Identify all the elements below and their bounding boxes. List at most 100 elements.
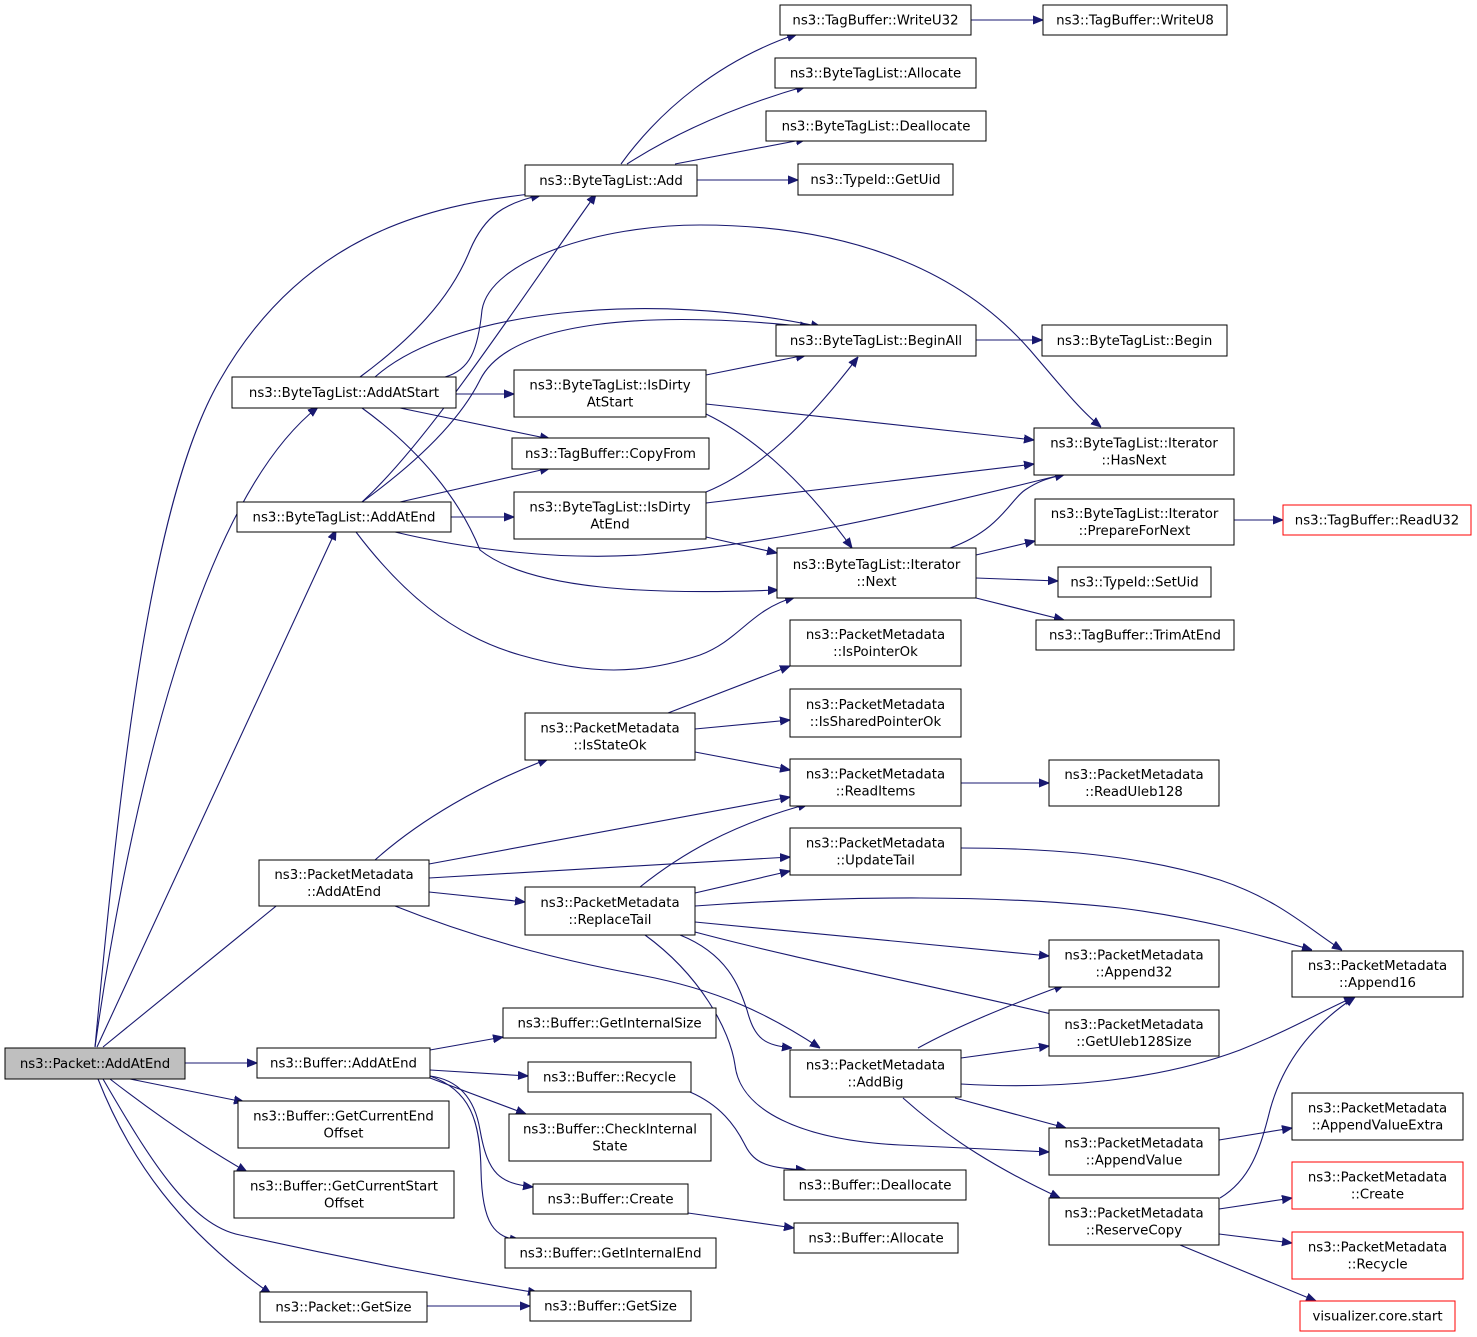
node-viz-start[interactable]: visualizer.core.start <box>1299 1300 1456 1332</box>
node-buf-addatend[interactable]: ns3::Buffer::AddAtEnd <box>256 1047 431 1079</box>
node-buf-allocate[interactable]: ns3::Buffer::Allocate <box>793 1222 959 1254</box>
node-label: ns3::Buffer::Deallocate <box>799 1179 952 1194</box>
node-label: ::Append32 <box>1096 966 1173 981</box>
edge-reservecopy-recycle <box>1218 1233 1292 1243</box>
node-label: ns3::Buffer::AddAtEnd <box>270 1057 417 1072</box>
node-root[interactable]: ns3::Packet::AddAtEnd <box>4 1047 186 1080</box>
node-pm-getuleb128size[interactable]: ns3::PacketMetadata::GetUleb128Size <box>1048 1009 1220 1057</box>
node-typeid-getuid[interactable]: ns3::TypeId::GetUid <box>797 163 954 196</box>
node-label: ns3::TypeId::GetUid <box>810 173 940 188</box>
node-box <box>1048 1197 1220 1246</box>
node-label: ns3::ByteTagList::IsDirty <box>529 501 690 516</box>
edge-isdirtyatstart-beginall <box>705 355 806 376</box>
node-box <box>774 57 977 89</box>
node-tb-trimatend[interactable]: ns3::TagBuffer::TrimAtEnd <box>1035 619 1235 651</box>
node-bt-add[interactable]: ns3::ByteTagList::Add <box>524 164 698 197</box>
edge-root-buf-getcurrentendoffset <box>129 1078 244 1102</box>
node-pm-appendvalueextra[interactable]: ns3::PacketMetadata::AppendValueExtra <box>1291 1092 1464 1141</box>
node-packet-getsize[interactable]: ns3::Packet::GetSize <box>259 1291 428 1323</box>
node-label: ::Append16 <box>1339 976 1416 991</box>
node-bt-beginall[interactable]: ns3::ByteTagList::BeginAll <box>775 324 977 357</box>
node-buf-deallocate[interactable]: ns3::Buffer::Deallocate <box>783 1169 967 1201</box>
node-pm-addatend[interactable]: ns3::PacketMetadata::AddAtEnd <box>258 859 430 907</box>
edge-buf-addatend-recycle <box>429 1069 528 1076</box>
node-label: ns3::ByteTagList::BeginAll <box>790 334 962 349</box>
edge-root-bt-addatstart <box>94 407 318 1048</box>
node-pm-readuleb128[interactable]: ns3::PacketMetadata::ReadUleb128 <box>1048 759 1220 807</box>
node-label: ::HasNext <box>1101 454 1166 469</box>
edge-reservecopy-append16 <box>1219 997 1355 1199</box>
edge-buf-addatend-getinternalsize <box>429 1037 503 1051</box>
edge-it-next-hasnext <box>949 474 1065 549</box>
edge-isstateok-issharedpointerok <box>694 720 790 730</box>
node-bt-begin[interactable]: ns3::ByteTagList::Begin <box>1041 324 1228 357</box>
node-label: ns3::Buffer::CheckInternal <box>523 1123 697 1138</box>
node-label: ::AddBig <box>848 1076 904 1091</box>
node-buf-recycle[interactable]: ns3::Buffer::Recycle <box>527 1061 692 1093</box>
node-label: ::ReadItems <box>836 785 916 800</box>
node-box <box>793 1222 959 1254</box>
node-box <box>1034 498 1235 546</box>
node-label: ns3::PacketMetadata <box>540 722 679 737</box>
node-pm-readitems[interactable]: ns3::PacketMetadata::ReadItems <box>789 758 962 807</box>
node-it-preparefornext[interactable]: ns3::ByteTagList::Iterator::PrepareForNe… <box>1034 498 1235 546</box>
node-box <box>1291 950 1464 998</box>
node-pm-append32[interactable]: ns3::PacketMetadata::Append32 <box>1048 939 1220 988</box>
node-pm-updatetail[interactable]: ns3::PacketMetadata::UpdateTail <box>789 827 962 876</box>
node-buf-getinternalsize[interactable]: ns3::Buffer::GetInternalSize <box>502 1007 717 1039</box>
node-label: ns3::TagBuffer::WriteU8 <box>1056 14 1214 29</box>
edge-root-bt-add <box>94 193 540 1048</box>
node-pm-isstateok[interactable]: ns3::PacketMetadata::IsStateOk <box>524 712 696 761</box>
edge-pm-addatend-readitems <box>428 797 790 865</box>
edge-isdirtyatstart-hasnext <box>705 403 1034 440</box>
node-bt-deallocate[interactable]: ns3::ByteTagList::Deallocate <box>765 110 987 142</box>
node-box <box>513 369 707 418</box>
node-pm-append16[interactable]: ns3::PacketMetadata::Append16 <box>1291 950 1464 998</box>
node-it-next[interactable]: ns3::ByteTagList::Iterator::Next <box>776 547 977 599</box>
node-bt-addatend[interactable]: ns3::ByteTagList::AddAtEnd <box>236 501 452 533</box>
node-buf-create[interactable]: ns3::Buffer::Create <box>532 1183 689 1215</box>
node-typeid-setuid[interactable]: ns3::TypeId::SetUid <box>1057 566 1212 598</box>
edge-root-buf-getcurrentstartoffset <box>109 1078 247 1172</box>
node-label: ns3::TagBuffer::TrimAtEnd <box>1049 629 1221 644</box>
node-pm-replacetail[interactable]: ns3::PacketMetadata::ReplaceTail <box>524 886 696 936</box>
node-buf-getinternalend[interactable]: ns3::Buffer::GetInternalEnd <box>504 1237 717 1269</box>
node-label: ::IsStateOk <box>573 739 646 754</box>
node-box <box>789 827 962 876</box>
call-edges <box>94 20 1355 1306</box>
node-it-hasnext[interactable]: ns3::ByteTagList::Iterator::HasNext <box>1033 427 1235 476</box>
node-pm-appendvalue[interactable]: ns3::PacketMetadata::AppendValue <box>1048 1127 1220 1176</box>
node-box <box>527 1061 692 1093</box>
node-tb-readu32[interactable]: ns3::TagBuffer::ReadU32 <box>1282 504 1472 536</box>
node-pm-issharedpointerok[interactable]: ns3::PacketMetadata::IsSharedPointerOk <box>789 688 962 738</box>
node-pm-ispointerok[interactable]: ns3::PacketMetadata::IsPointerOk <box>789 619 962 667</box>
edge-replacetail-updatetail <box>694 871 790 894</box>
edge-pm-addatend-updatetail <box>428 857 790 879</box>
edge-buf-addatend-create <box>429 1075 533 1187</box>
edge-root-bt-addatend <box>96 530 336 1048</box>
node-pm-addbig[interactable]: ns3::PacketMetadata::AddBig <box>789 1049 962 1098</box>
node-bt-allocate[interactable]: ns3::ByteTagList::Allocate <box>774 57 977 89</box>
node-tb-writeu32[interactable]: ns3::TagBuffer::WriteU32 <box>779 4 972 36</box>
node-label: ::ReplaceTail <box>568 913 651 928</box>
node-tb-writeu8[interactable]: ns3::TagBuffer::WriteU8 <box>1042 4 1228 36</box>
edge-pm-addatend-addbig <box>394 905 820 1048</box>
node-pm-recycle[interactable]: ns3::PacketMetadata::Recycle <box>1291 1231 1464 1280</box>
node-tb-copyfrom[interactable]: ns3::TagBuffer::CopyFrom <box>511 437 710 470</box>
edge-root-buf-getsize <box>102 1078 538 1293</box>
node-label: ns3::Buffer::Allocate <box>808 1232 943 1247</box>
node-label: ::IsSharedPointerOk <box>810 715 942 730</box>
node-label: ns3::PacketMetadata <box>1308 1171 1447 1186</box>
node-buf-getsize[interactable]: ns3::Buffer::GetSize <box>529 1290 692 1322</box>
node-pm-create[interactable]: ns3::PacketMetadata::Create <box>1291 1161 1464 1210</box>
node-label: ns3::ByteTagList::Deallocate <box>782 120 971 135</box>
node-label: ::UpdateTail <box>836 854 915 869</box>
node-box <box>504 1237 717 1269</box>
node-bt-addatstart[interactable]: ns3::ByteTagList::AddAtStart <box>231 376 457 409</box>
node-pm-reservecopy[interactable]: ns3::PacketMetadata::ReserveCopy <box>1048 1197 1220 1246</box>
